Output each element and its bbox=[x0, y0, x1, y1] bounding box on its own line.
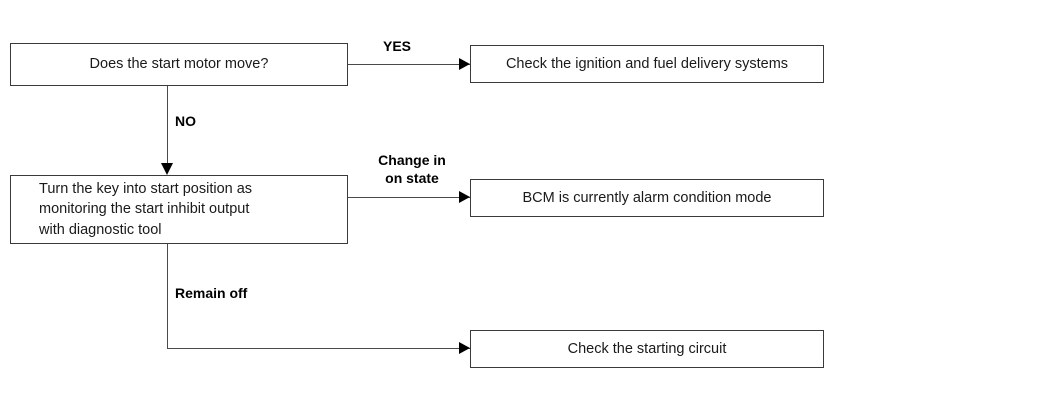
edge-label-yes: YES bbox=[383, 38, 412, 54]
node-start-motor[interactable]: Does the start motor move? bbox=[10, 43, 348, 86]
node-bcm-alarm[interactable]: BCM is currently alarm condition mode bbox=[470, 179, 824, 217]
node-start-circuit[interactable]: Check the starting circuit bbox=[470, 330, 824, 368]
arrow-right-icon-change-state bbox=[459, 191, 470, 203]
node-ignition-fuel[interactable]: Check the ignition and fuel delivery sys… bbox=[470, 45, 824, 83]
connector-remain-off-vertical bbox=[167, 244, 168, 349]
node-bcm-alarm-label: BCM is currently alarm condition mode bbox=[522, 189, 772, 206]
node-turn-key[interactable]: Turn the key into start position as moni… bbox=[10, 175, 348, 244]
connector-change-state-line bbox=[348, 197, 470, 198]
connector-no-line bbox=[167, 86, 168, 164]
edge-label-no: NO bbox=[175, 113, 196, 129]
arrow-down-icon-no bbox=[161, 163, 173, 175]
arrow-right-icon-yes bbox=[459, 58, 470, 70]
node-ignition-fuel-label: Check the ignition and fuel delivery sys… bbox=[505, 55, 789, 72]
edge-label-change-state: Change in on state bbox=[378, 152, 446, 186]
connector-remain-off-horizontal bbox=[167, 348, 470, 349]
node-start-motor-label: Does the start motor move? bbox=[89, 56, 269, 73]
connector-yes-line bbox=[348, 64, 470, 65]
node-turn-key-label: Turn the key into start position as moni… bbox=[39, 180, 253, 238]
arrow-right-icon-remain-off bbox=[459, 342, 470, 354]
edge-label-remain-off: Remain off bbox=[175, 285, 248, 301]
node-start-circuit-label: Check the starting circuit bbox=[567, 340, 727, 357]
